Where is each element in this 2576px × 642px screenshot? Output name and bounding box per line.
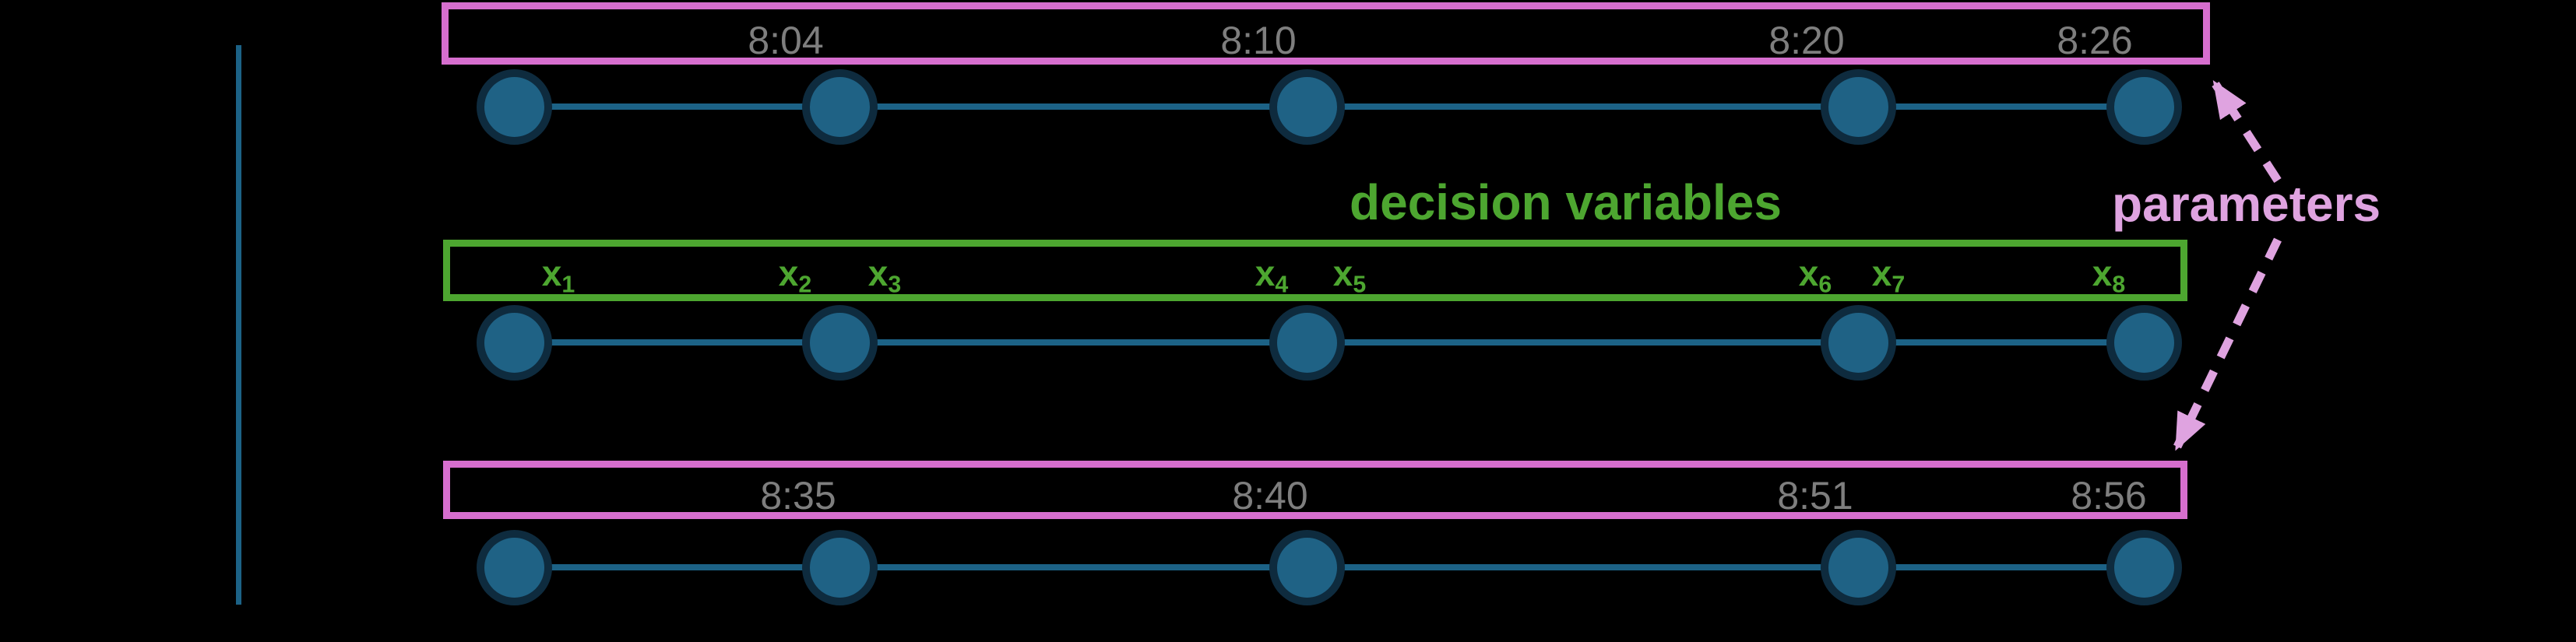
variable-subscript: 1 xyxy=(561,272,575,298)
stop-node xyxy=(1269,304,1345,381)
time-label: 8:40 xyxy=(1232,474,1308,517)
parameters-caption: parameters xyxy=(2112,176,2381,232)
stop-node xyxy=(2106,304,2182,381)
time-label: 8:10 xyxy=(1220,19,1297,62)
decision-variable-label: x2 xyxy=(779,255,811,297)
variable-subscript: 6 xyxy=(1818,272,1832,298)
variable-base: x xyxy=(2092,253,2113,293)
variable-base: x xyxy=(1798,253,1819,293)
parameters-box-bottom xyxy=(443,461,2187,519)
stop-node xyxy=(1820,529,1896,605)
variable-subscript: 4 xyxy=(1275,272,1289,298)
stop-node xyxy=(1269,529,1345,605)
decision-variable-label: x1 xyxy=(542,255,575,297)
variable-base: x xyxy=(778,253,799,293)
stop-node xyxy=(476,68,552,145)
decision-variables-caption: decision variables xyxy=(1350,174,1782,230)
stop-node xyxy=(2106,68,2182,145)
variable-base: x xyxy=(1332,253,1353,293)
variable-subscript: 7 xyxy=(1892,272,1906,298)
parameters-box-top xyxy=(442,2,2210,65)
stop-node xyxy=(801,529,878,605)
variable-subscript: 8 xyxy=(2112,272,2126,298)
time-label: 8:56 xyxy=(2071,474,2147,517)
time-label: 8:20 xyxy=(1768,19,1845,62)
variable-subscript: 5 xyxy=(1353,272,1367,298)
decision-variables-box xyxy=(443,240,2187,301)
stop-node xyxy=(801,68,878,145)
time-label: 8:26 xyxy=(2057,19,2133,62)
time-label: 8:04 xyxy=(748,19,824,62)
variable-base: x xyxy=(867,253,889,293)
decision-variable-label: x8 xyxy=(2092,255,2125,297)
stop-node xyxy=(2106,529,2182,605)
decision-variable-label: x6 xyxy=(1799,255,1832,297)
variable-subscript: 2 xyxy=(798,272,812,298)
stop-node xyxy=(476,529,552,605)
decision-variable-label: x5 xyxy=(1333,255,1366,297)
stop-node xyxy=(801,304,878,381)
stop-node xyxy=(1269,68,1345,145)
time-label: 8:35 xyxy=(760,474,836,517)
variable-base: x xyxy=(1255,253,1276,293)
dashed-arrow-to-bottom-box xyxy=(2173,237,2282,451)
decision-variable-label: x7 xyxy=(1872,255,1905,297)
decision-variable-label: x3 xyxy=(868,255,901,297)
variable-base: x xyxy=(541,253,562,293)
stop-node xyxy=(476,304,552,381)
decision-variable-label: x4 xyxy=(1255,255,1288,297)
time-label: 8:51 xyxy=(1777,474,1853,517)
route-axis-line xyxy=(236,45,241,605)
variable-base: x xyxy=(1871,253,1892,293)
dashed-arrow-to-top-box xyxy=(2212,79,2282,183)
stop-node xyxy=(1820,68,1896,145)
variable-subscript: 3 xyxy=(888,272,902,298)
stop-node xyxy=(1820,304,1896,381)
